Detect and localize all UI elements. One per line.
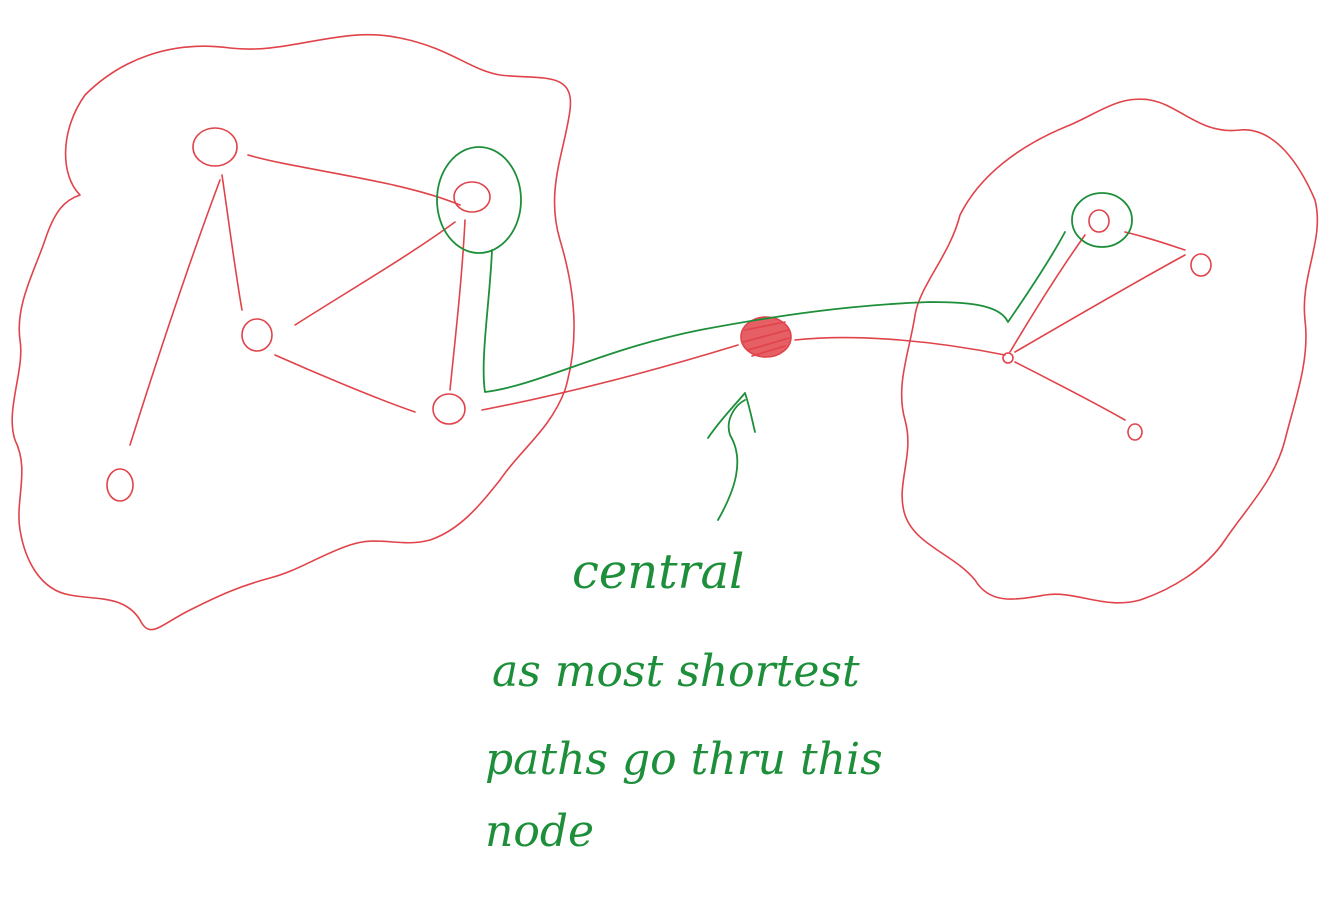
annotation-line-2: paths go thru this bbox=[485, 734, 883, 785]
edge-topleft-bottomleft bbox=[129, 179, 221, 446]
pointer-arrow-shaft bbox=[717, 399, 746, 521]
edge-top-farright bbox=[1124, 231, 1186, 251]
node-bottom-left bbox=[106, 468, 134, 502]
edge-righthub-top bbox=[1009, 234, 1086, 353]
path-target-highlight bbox=[1071, 192, 1133, 248]
central-node bbox=[740, 316, 792, 358]
edge-topleft-middle bbox=[221, 174, 243, 311]
node-right-top bbox=[1088, 209, 1110, 233]
annotation-title: central bbox=[572, 544, 744, 600]
edge-gateway-central bbox=[481, 344, 739, 411]
node-top-left bbox=[192, 127, 238, 167]
node-right-bottom bbox=[1127, 423, 1143, 441]
edge-hub-gateway bbox=[449, 219, 466, 391]
edge-righthub-bottom bbox=[1014, 361, 1126, 421]
annotation-line-1: as most shortest bbox=[492, 646, 860, 697]
annotation-line-3: node bbox=[485, 806, 594, 857]
node-top-right-hub bbox=[453, 181, 491, 213]
node-right-far bbox=[1190, 253, 1212, 277]
edge-topleft-hub bbox=[247, 154, 461, 206]
central-node-scribble bbox=[742, 321, 790, 357]
node-middle bbox=[241, 318, 273, 352]
edge-righthub-far bbox=[1014, 254, 1186, 353]
left-cluster-boundary bbox=[11, 33, 575, 631]
edge-middle-gateway bbox=[274, 354, 416, 413]
right-cluster-boundary bbox=[900, 98, 1319, 604]
edge-middle-hub bbox=[294, 221, 456, 326]
shortest-path bbox=[482, 231, 1066, 393]
edge-central-righthub bbox=[794, 336, 1006, 356]
path-source-highlight bbox=[436, 146, 522, 254]
node-bottom-gateway bbox=[432, 393, 466, 425]
node-right-hub bbox=[1002, 352, 1014, 364]
pointer-arrow-head bbox=[707, 392, 756, 439]
